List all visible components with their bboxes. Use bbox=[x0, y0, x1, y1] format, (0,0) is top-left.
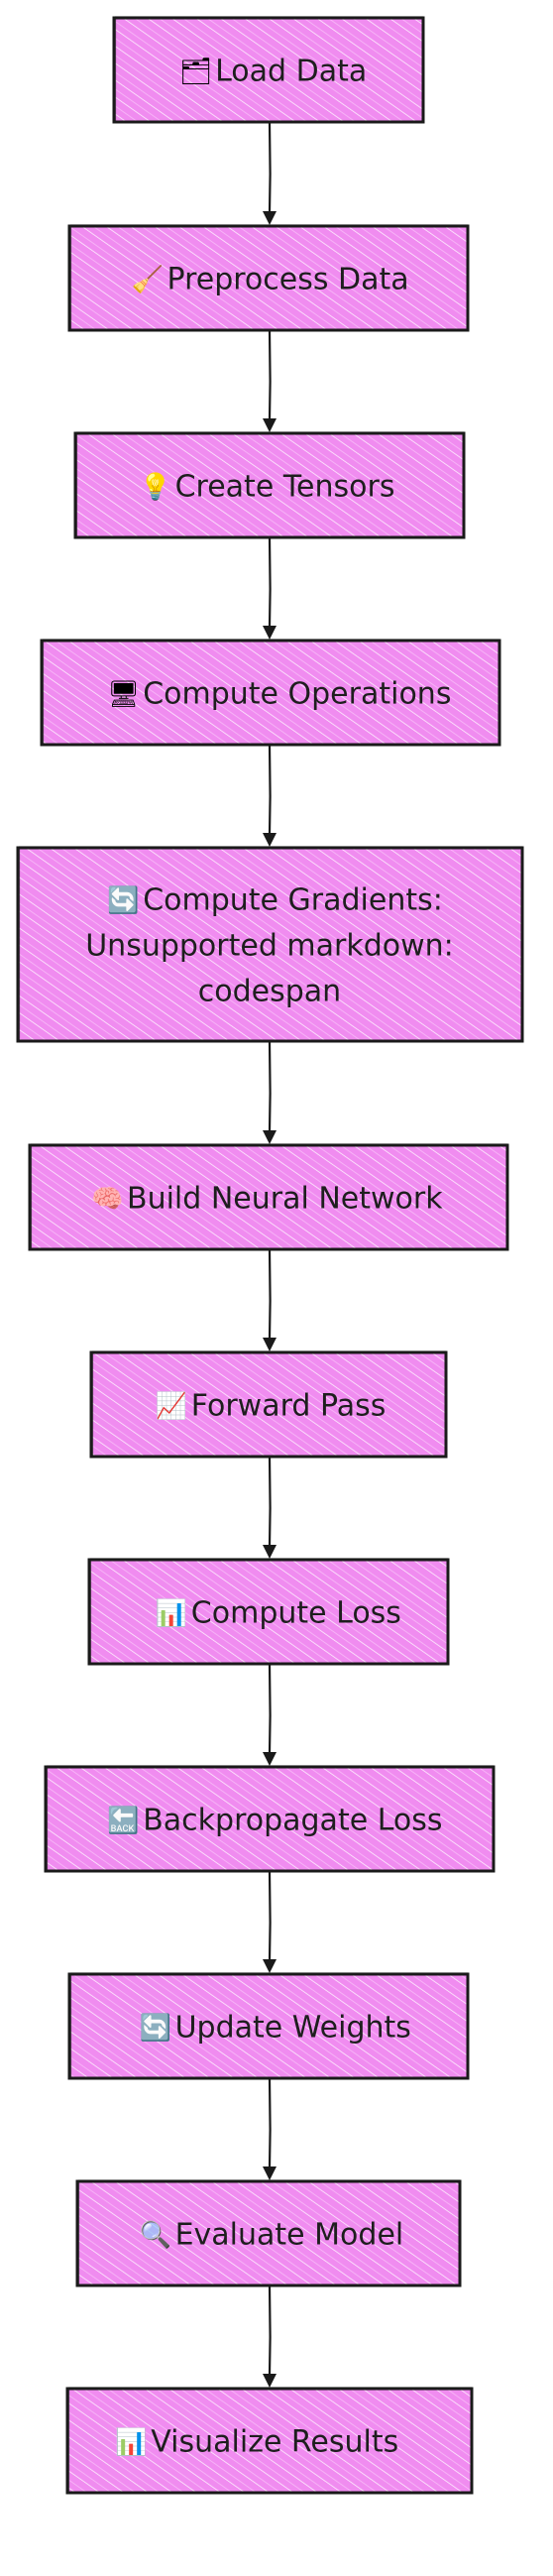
refresh-icon: 🔄 bbox=[140, 2013, 171, 2044]
edge-compute-gradients-to-build-neural-network bbox=[263, 1040, 276, 1144]
folder-icon: 🗂 bbox=[179, 58, 212, 87]
chart-increasing-icon: 📈 bbox=[156, 1391, 187, 1422]
edge-line bbox=[268, 1456, 272, 1547]
edge-build-neural-network-to-forward-pass bbox=[263, 1248, 276, 1351]
edge-create-tensors-to-compute-operations bbox=[263, 536, 276, 640]
edge-line bbox=[268, 536, 272, 628]
node-forward-pass[interactable]: 📈Forward Pass bbox=[89, 1350, 448, 1459]
edge-compute-loss-to-backpropagate-loss bbox=[263, 1663, 276, 1766]
bar-chart-icon: 📊 bbox=[156, 1598, 187, 1629]
node-box-outline bbox=[91, 1350, 447, 1459]
node-preprocess-data[interactable]: 🧹Preprocess Data bbox=[67, 224, 470, 332]
node-box-outline bbox=[67, 2387, 473, 2495]
node-box bbox=[73, 431, 466, 539]
magnifier-icon: 🔍 bbox=[140, 2218, 171, 2251]
node-load-data[interactable]: 🗂Load Data bbox=[112, 16, 425, 124]
refresh-icon: 🔄 bbox=[107, 885, 139, 916]
arrowhead bbox=[263, 1752, 276, 1766]
node-label: Visualize Results bbox=[151, 2425, 398, 2460]
node-evaluate-model[interactable]: 🔍Evaluate Model bbox=[75, 2179, 462, 2287]
edge-compute-operations-to-compute-gradients bbox=[263, 744, 276, 847]
arrowhead bbox=[263, 418, 276, 432]
edge-line bbox=[268, 329, 272, 420]
node-box bbox=[75, 2179, 462, 2287]
node-box bbox=[16, 846, 524, 1043]
node-box-outline bbox=[89, 1558, 449, 1666]
node-label: Load Data bbox=[215, 55, 367, 89]
node-compute-gradients[interactable]: 🔄Compute Gradients: Unsupported markdown:… bbox=[16, 846, 524, 1043]
node-label: Compute Operations bbox=[143, 677, 451, 712]
node-box-outline bbox=[30, 1143, 508, 1251]
arrowhead bbox=[263, 833, 276, 847]
edge-line bbox=[268, 1663, 272, 1754]
edge-line bbox=[268, 744, 272, 835]
monitor-icon: 🖥 bbox=[107, 680, 140, 710]
node-label: Preprocess Data bbox=[167, 263, 409, 297]
node-visualize-results[interactable]: 📊Visualize Results bbox=[65, 2387, 474, 2495]
node-compute-operations[interactable]: 🖥Compute Operations bbox=[40, 639, 501, 747]
edge-forward-pass-to-compute-loss bbox=[263, 1456, 276, 1559]
edge-line bbox=[268, 1248, 272, 1340]
node-label: Update Weights bbox=[175, 2011, 411, 2046]
node-box bbox=[87, 1558, 450, 1666]
edge-evaluate-model-to-visualize-results bbox=[263, 2284, 276, 2388]
node-box-outline bbox=[77, 2179, 461, 2287]
node-box bbox=[28, 1143, 509, 1251]
node-label: Build Neural Network bbox=[127, 1182, 443, 1217]
node-box-outline bbox=[114, 16, 424, 124]
bar-chart-icon: 📊 bbox=[115, 2427, 147, 2458]
edge-backpropagate-loss-to-update-weights bbox=[263, 1870, 276, 1973]
node-box bbox=[40, 639, 501, 747]
node-label: Compute Loss bbox=[191, 1596, 401, 1631]
node-label: Compute Gradients: bbox=[143, 883, 443, 918]
edges bbox=[263, 121, 276, 2388]
node-box-outline bbox=[18, 846, 523, 1043]
node-label-line: Unsupported markdown: bbox=[85, 929, 454, 964]
node-box-outline bbox=[69, 1972, 469, 2080]
edge-line bbox=[268, 121, 272, 213]
edge-load-data-to-preprocess-data bbox=[263, 121, 276, 225]
arrowhead bbox=[263, 211, 276, 225]
node-box-outline bbox=[46, 1765, 495, 1873]
edge-line bbox=[268, 2284, 272, 2376]
edge-line bbox=[268, 1040, 272, 1132]
edge-line bbox=[268, 1870, 272, 1961]
edge-line bbox=[268, 2077, 272, 2168]
broom-icon: 🧹 bbox=[132, 265, 164, 295]
arrowhead bbox=[263, 1545, 276, 1559]
arrowhead bbox=[263, 626, 276, 640]
nodes: 🗂Load Data 🧹Preprocess Data 💡Create Tensor… bbox=[16, 16, 524, 2495]
node-label: Create Tensors bbox=[175, 470, 395, 505]
arrowhead bbox=[263, 2166, 276, 2180]
brain-icon: 🧠 bbox=[91, 1185, 123, 1215]
node-box-outline bbox=[75, 431, 465, 539]
node-build-neural-network[interactable]: 🧠Build Neural Network bbox=[28, 1143, 509, 1251]
edge-update-weights-to-evaluate-model bbox=[263, 2077, 276, 2180]
node-label: Backpropagate Loss bbox=[143, 1804, 442, 1838]
node-backpropagate-loss[interactable]: 🔙Backpropagate Loss bbox=[44, 1765, 496, 1873]
arrowhead bbox=[263, 1130, 276, 1144]
node-box-outline bbox=[42, 639, 500, 747]
arrowhead bbox=[263, 1959, 276, 1973]
node-box bbox=[44, 1765, 496, 1873]
arrowhead bbox=[263, 1338, 276, 1351]
node-create-tensors[interactable]: 💡Create Tensors bbox=[73, 431, 466, 539]
node-box-outline bbox=[69, 224, 469, 332]
node-label: Forward Pass bbox=[191, 1389, 387, 1424]
node-label: Evaluate Model bbox=[175, 2218, 404, 2253]
node-compute-loss[interactable]: 📊Compute Loss bbox=[87, 1558, 450, 1666]
lightbulb-icon: 💡 bbox=[140, 472, 171, 503]
edge-preprocess-data-to-create-tensors bbox=[263, 329, 276, 432]
node-label-line: codespan bbox=[198, 975, 341, 1009]
node-box bbox=[67, 1972, 470, 2080]
node-update-weights[interactable]: 🔄Update Weights bbox=[67, 1972, 470, 2080]
arrowhead bbox=[263, 2374, 276, 2388]
back-arrow-icon: 🔙 bbox=[107, 1806, 139, 1836]
